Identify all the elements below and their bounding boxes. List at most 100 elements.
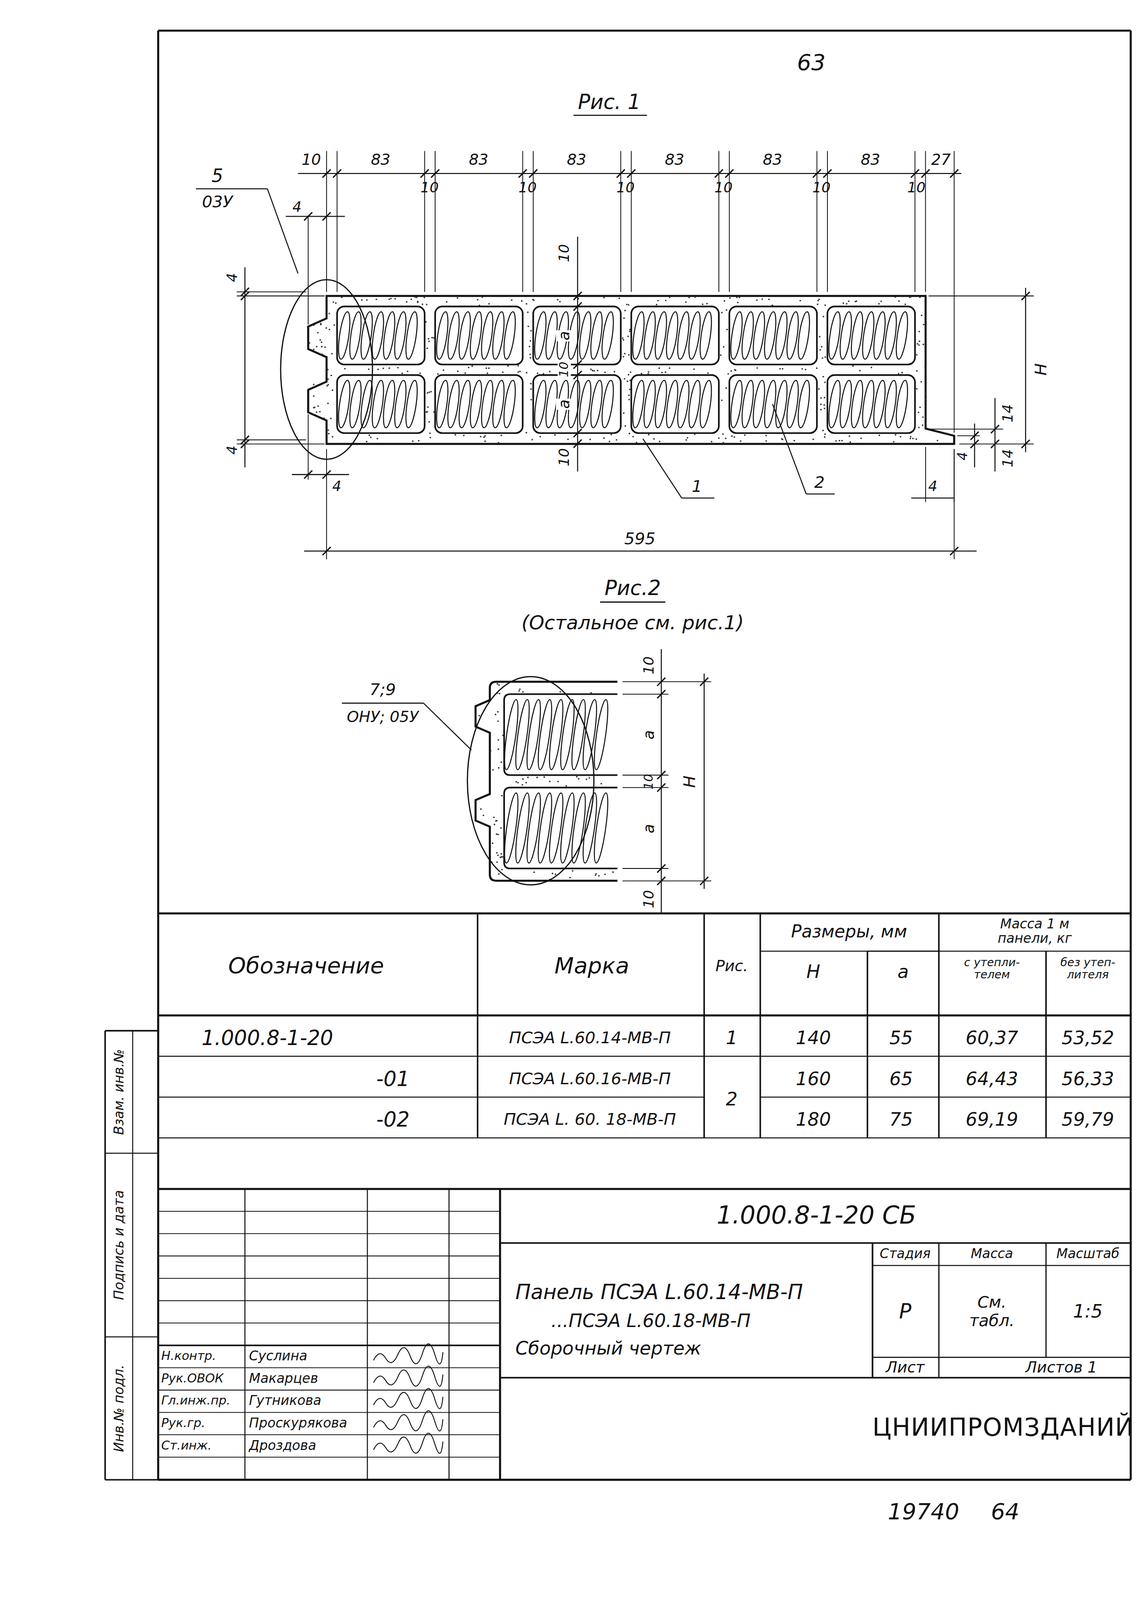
insulation-hatch [894,379,910,429]
concrete-stipple [527,776,529,779]
concrete-stipple [445,300,448,303]
concrete-stipple [849,441,852,444]
concrete-stipple [816,367,818,370]
concrete-stipple [722,441,725,444]
table-cell: 65 [889,1068,914,1089]
concrete-stipple [622,339,625,341]
dimension-tick [657,677,666,686]
signature-scribble [373,1410,443,1432]
concrete-stipple [549,370,551,373]
drawing-label: 83 [664,151,685,169]
dimension-tick [322,470,331,479]
title-block-line [872,1264,1131,1266]
concrete-stipple [801,368,804,370]
concrete-stipple [590,368,592,371]
extension-line [925,150,927,292]
extension-line [326,449,328,560]
concrete-stipple [812,438,815,441]
extension-line [236,295,325,297]
side-strip-line [104,1030,106,1480]
dimension-tick [616,169,625,178]
concrete-stipple [493,816,496,819]
extension-line [532,150,534,292]
dimension-tick [813,169,822,178]
drawing-label: a [555,330,573,342]
concrete-stipple [668,296,671,299]
concrete-stipple [744,434,746,437]
concrete-stipple [394,298,396,300]
concrete-stipple [922,416,924,419]
concrete-stipple [721,311,723,314]
drawing-label: Рис. 1 [577,90,641,114]
concrete-stipple [464,372,467,374]
concrete-stipple [477,299,479,301]
concrete-stipple [706,302,709,305]
concrete-stipple [529,353,532,356]
concrete-stipple [426,347,429,350]
dimension-tick [573,291,582,300]
title-block-text: Гутникова [249,1393,322,1409]
dimension-tick [322,546,331,555]
concrete-stipple [327,429,330,432]
concrete-stipple [945,432,948,435]
table-cell: H [806,961,821,982]
concrete-stipple [627,304,630,306]
concrete-stipple [722,433,724,436]
concrete-stipple [419,372,422,375]
concrete-stipple [557,780,559,783]
concrete-stipple [594,874,597,877]
concrete-stipple [485,367,488,370]
concrete-stipple [918,340,921,343]
dimension-line [660,649,662,914]
concrete-stipple [488,367,491,370]
drawing-label: 10 [714,179,733,196]
concrete-stipple [463,434,465,437]
insulation-hatch [501,379,518,429]
concrete-stipple [426,391,429,394]
table-cell: ПСЭА L.60.14-МВ-П [508,1028,671,1047]
concrete-stipple [536,372,539,375]
concrete-stipple [804,368,807,371]
concrete-stipple [330,374,333,377]
drawing-label: a [640,823,658,834]
concrete-stipple [922,343,925,346]
concrete-stipple [604,873,606,876]
dimension-tick [529,169,538,178]
table-line [477,913,479,1138]
concrete-stipple [668,367,671,369]
concrete-stipple [736,301,739,304]
concrete-stipple [841,439,844,442]
title-block-text: Инв.№ подл. [112,1364,127,1453]
side-strip-line [104,1030,159,1032]
concrete-stipple [497,767,500,769]
extension-line [953,150,955,433]
concrete-stipple [522,778,524,781]
extension-line [620,150,622,292]
drawing-label: 27 [931,151,951,169]
insulation-hatch [697,379,714,429]
concrete-stipple [726,328,728,331]
concrete-stipple [313,406,315,409]
sheet-frame [157,30,160,1480]
concrete-stipple [491,842,494,845]
concrete-stipple [901,371,904,374]
concrete-stipple [765,434,768,437]
concrete-stipple [899,436,902,438]
concrete-stipple [603,296,605,299]
dimension-tick [573,360,582,369]
dimension-line [577,236,578,472]
table-cell: с утепли- телем [953,957,1031,982]
concrete-stipple [319,323,322,326]
concrete-stipple [733,436,736,439]
concrete-stipple [344,368,346,370]
concrete-stipple [313,348,315,351]
concrete-stipple [368,434,371,437]
concrete-stipple [686,436,689,439]
concrete-stipple [529,357,532,359]
concrete-stipple [495,852,498,855]
concrete-stipple [761,298,764,300]
extension-line [925,446,927,502]
dimension-line [994,398,996,472]
panel-outline [308,295,955,445]
extension-line [728,150,730,292]
